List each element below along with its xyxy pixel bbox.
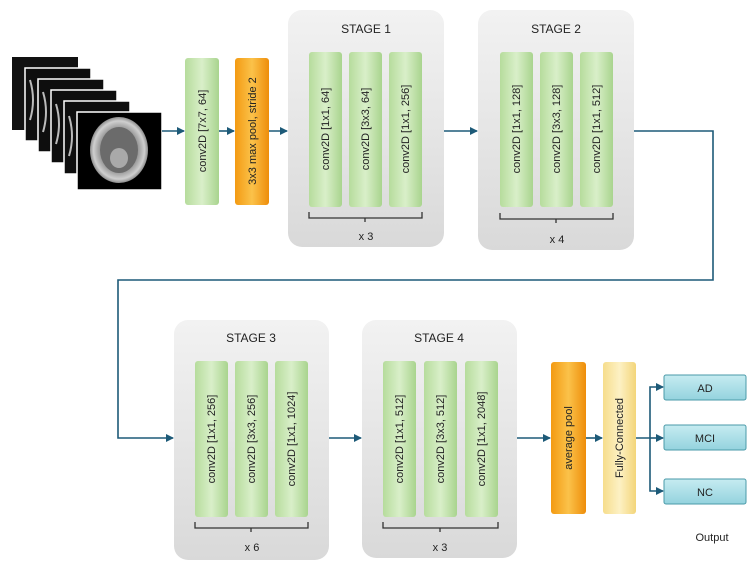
output-ad-label: AD — [697, 383, 712, 395]
stage-2-title: STAGE 2 — [531, 22, 581, 36]
stage-1-block-1-label: conv2D [1x1, 64] — [320, 88, 332, 171]
stage-4-block-3-label: conv2D [1x1, 2048] — [476, 392, 488, 487]
stage-2-bracket — [499, 213, 614, 223]
fully-connected-block — [603, 362, 636, 514]
stage-1-block-2-label: conv2D [3x3, 64] — [360, 88, 372, 171]
stage-1-bracket — [308, 212, 423, 222]
average-pool-label: average pool — [563, 406, 575, 470]
stage-4-block-3 — [465, 361, 498, 517]
output-nc-box — [663, 478, 747, 505]
output-nc-label: NC — [697, 487, 713, 499]
stage-3-block-3 — [275, 361, 308, 517]
stage-3-block-2-label: conv2D [3x3, 256] — [246, 395, 258, 484]
stage-4-block-1-label: conv2D [1x1, 512] — [394, 395, 406, 484]
stage-4-title: STAGE 4 — [414, 331, 464, 345]
output-ad-box — [663, 374, 747, 401]
flow-arrows — [117, 127, 714, 495]
output-mci-box — [663, 424, 747, 451]
stage-1-block-3 — [389, 52, 422, 207]
stage-1-block-2 — [349, 52, 382, 207]
mri-slice-stack — [12, 57, 163, 191]
stage-2-block-1-label: conv2D [1x1, 128] — [511, 85, 523, 174]
stage-4-block-2-label: conv2D [3x3, 512] — [435, 395, 447, 484]
average-pool-block — [551, 362, 586, 514]
arrow-stage2-to-stage3 — [117, 130, 714, 442]
stage-2-block-1 — [500, 52, 533, 207]
stage-3-repeat: x 6 — [245, 542, 260, 554]
stage-3-block-1-label: conv2D [1x1, 256] — [206, 395, 218, 484]
max-pool-label: 3x3 max pool, stride 2 — [247, 77, 259, 185]
stage-3-block-1 — [195, 361, 228, 517]
conv-7x7-block — [185, 58, 219, 205]
stage-3-title: STAGE 3 — [226, 331, 276, 345]
arrow-fc-to-ad — [636, 383, 664, 439]
arrow-fc-to-nc — [649, 438, 664, 495]
stage-4-block-1 — [383, 361, 416, 517]
max-pool-block — [235, 58, 269, 205]
output-caption: Output — [695, 532, 728, 544]
stage-4-bracket — [382, 522, 499, 532]
stage-3-block-3-label: conv2D [1x1, 1024] — [286, 392, 298, 487]
stage-1-title: STAGE 1 — [341, 22, 391, 36]
stage-3-block-2 — [235, 361, 268, 517]
stage-2-repeat: x 4 — [550, 234, 565, 246]
conv-7x7-label: conv2D [7x7, 64] — [197, 90, 209, 173]
stage-4-block-2 — [424, 361, 457, 517]
output-mci-label: MCI — [695, 433, 715, 445]
stage-2-block-3 — [580, 52, 613, 207]
stage-1-repeat: x 3 — [359, 231, 374, 243]
stage-2-block-2 — [540, 52, 573, 207]
stage-2-block-3-label: conv2D [1x1, 512] — [591, 85, 603, 174]
fully-connected-label: Fully-Connected — [614, 398, 626, 478]
stage-1-block-3-label: conv2D [1x1, 256] — [400, 85, 412, 174]
stage-4-repeat: x 3 — [433, 542, 448, 554]
stage-1-block-1 — [309, 52, 342, 207]
stage-3-bracket — [194, 522, 309, 532]
stage-2-block-2-label: conv2D [3x3, 128] — [551, 85, 563, 174]
